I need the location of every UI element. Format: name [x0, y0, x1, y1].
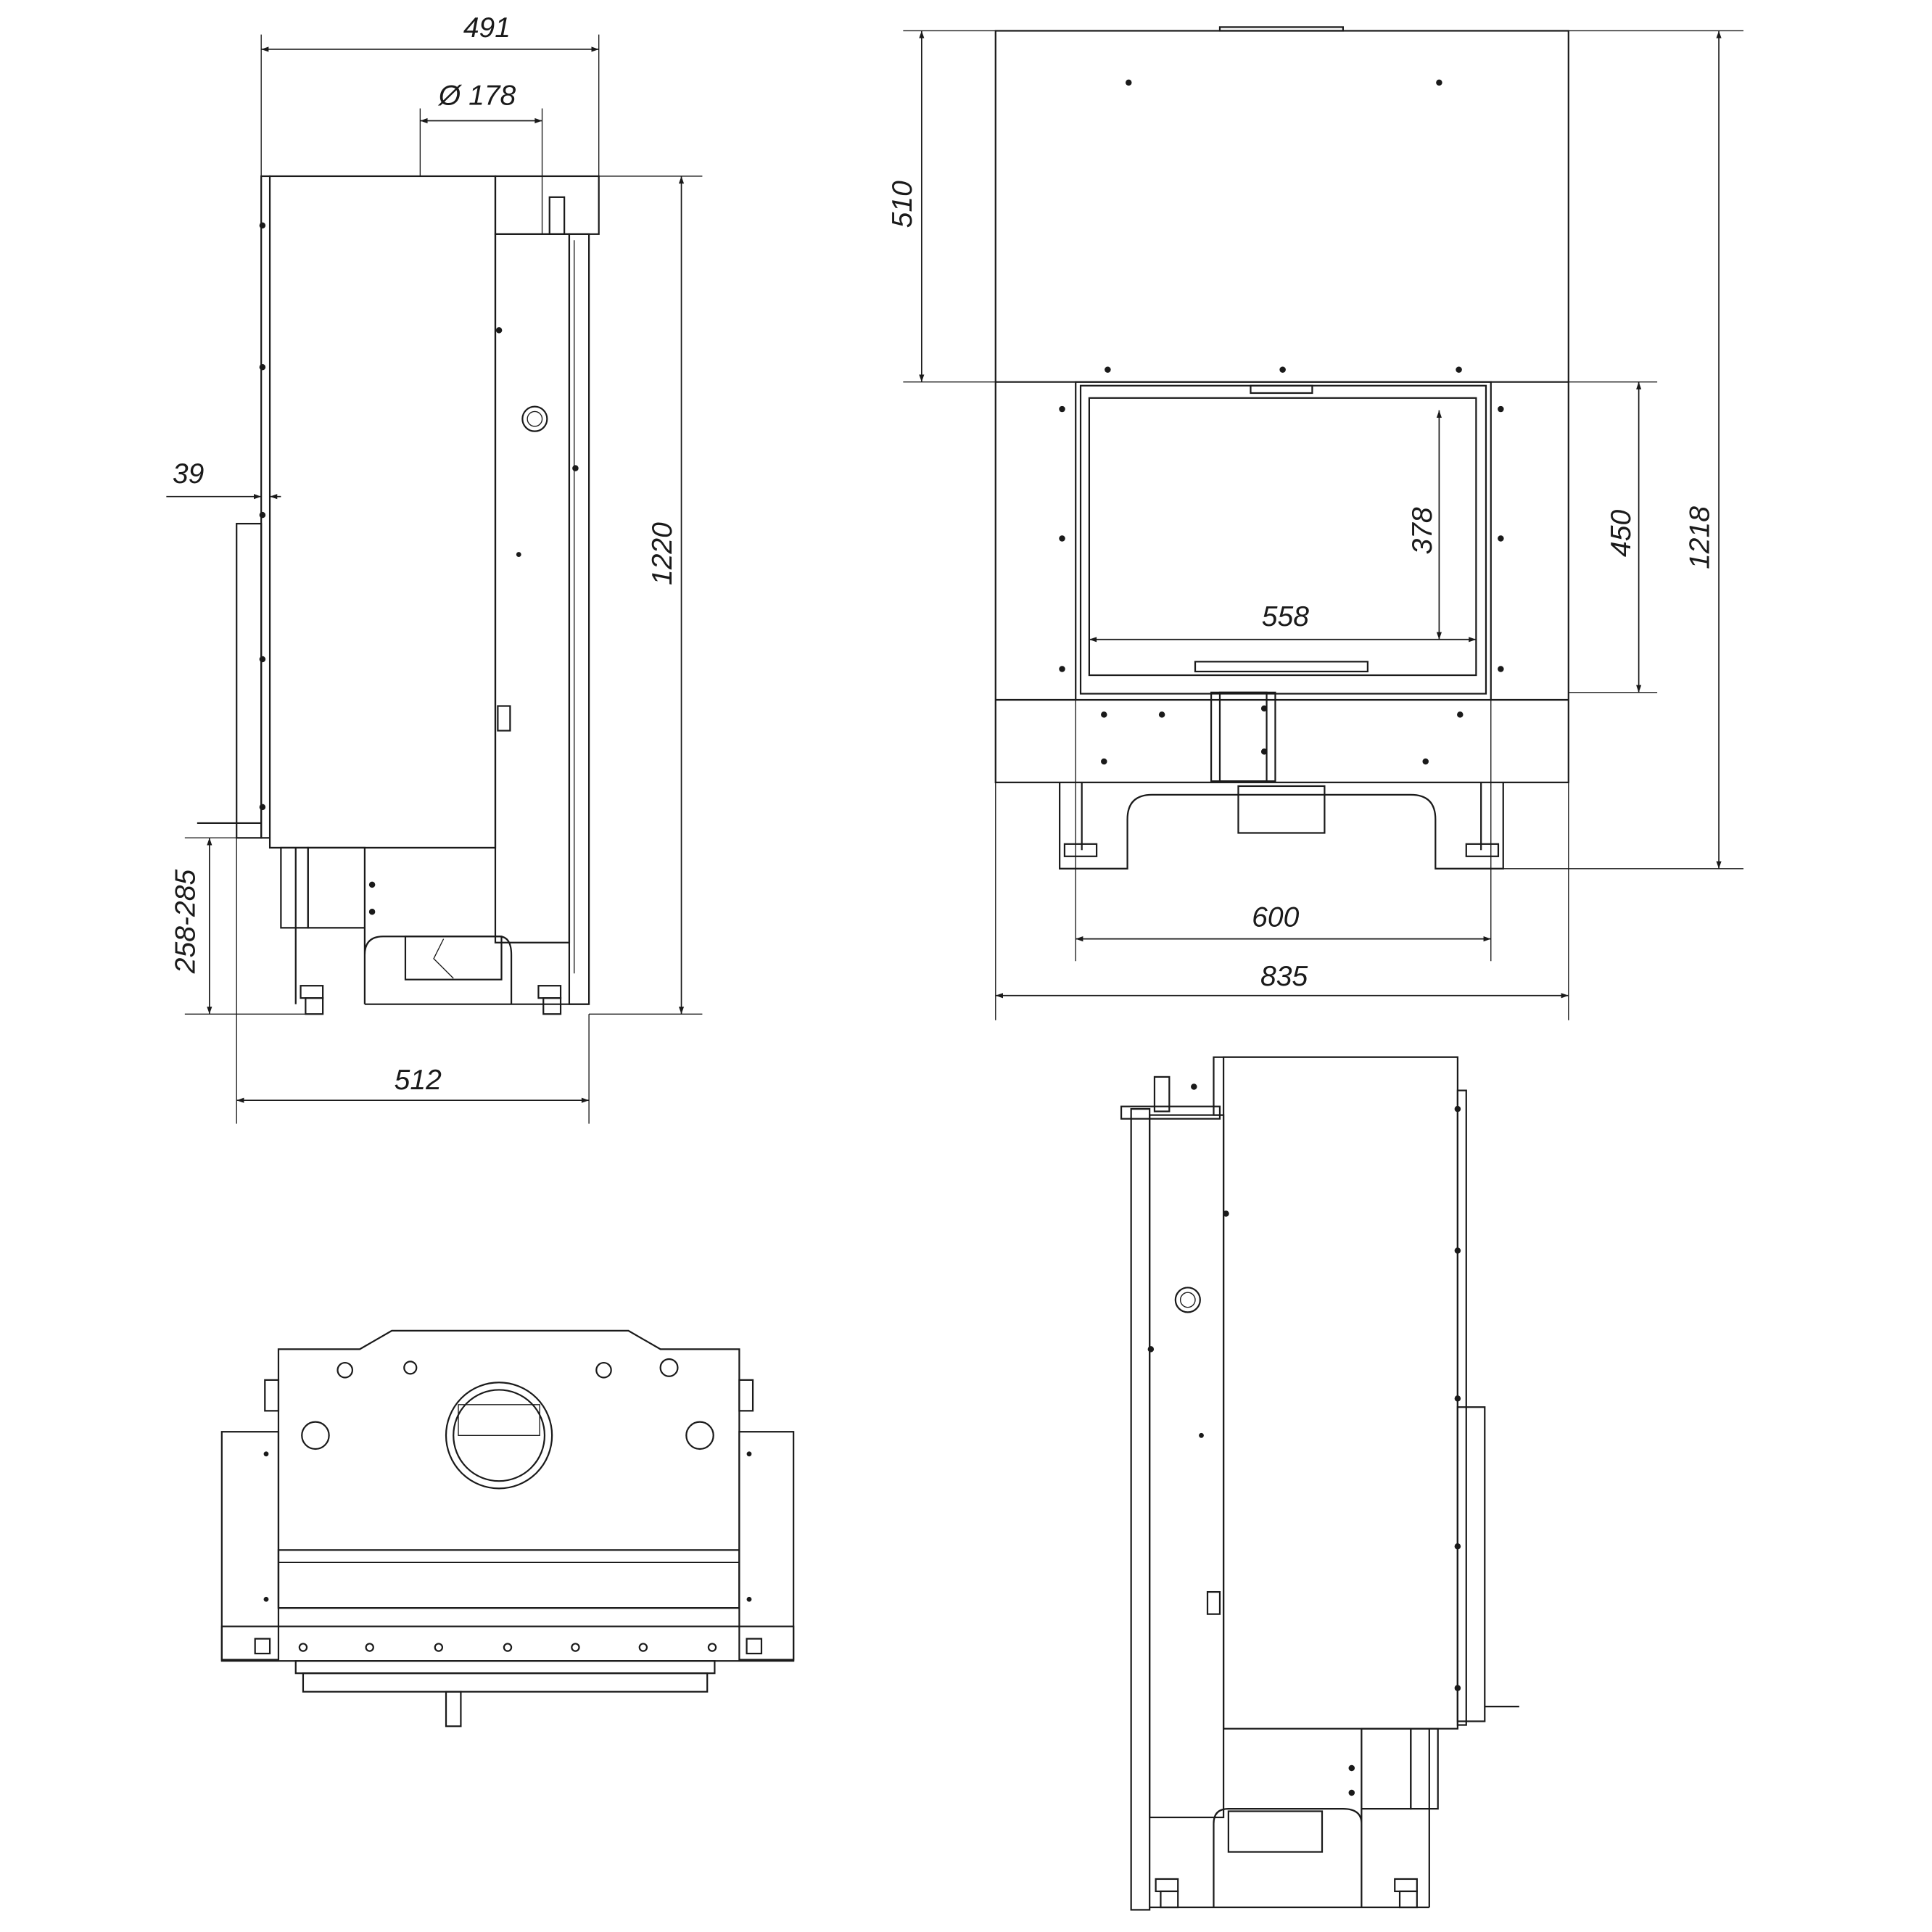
bolts: [259, 222, 579, 915]
bolts: [1147, 1083, 1461, 1796]
dim-width-top: 491: [463, 12, 511, 44]
bolts: [1059, 79, 1504, 765]
dim-leg-height: 258-285: [170, 870, 201, 975]
dim-door-height: 450: [1606, 509, 1637, 556]
inlet-icon: [1174, 1287, 1201, 1313]
dim-front-offset: 39: [173, 458, 204, 490]
dim-glass-width: 558: [1262, 601, 1309, 632]
glass-door: [1088, 397, 1477, 677]
body-panel: [1222, 1056, 1458, 1730]
inlet-icon: [521, 405, 548, 432]
dim-total-height: 1218: [1684, 506, 1715, 569]
front-view: 510 378 558 450 1218 600 835: [887, 26, 1744, 1020]
dim-door-width: 600: [1252, 902, 1299, 933]
left-side-view: 491 Ø 178 1220 39 258-285 512: [166, 12, 703, 1124]
flue-collar: [445, 1382, 553, 1490]
body-panel: [268, 175, 497, 849]
dim-depth: 512: [395, 1065, 442, 1096]
dim-height: 1220: [647, 522, 678, 585]
dim-top-section-height: 510: [887, 181, 918, 228]
top-view: [220, 1329, 795, 1727]
bolts: [254, 1451, 763, 1655]
dim-flue-diameter: Ø 178: [437, 80, 516, 111]
dim-glass-height: 378: [1407, 507, 1438, 554]
dim-total-width: 835: [1260, 961, 1308, 992]
right-side-view: [1120, 1056, 1519, 1911]
